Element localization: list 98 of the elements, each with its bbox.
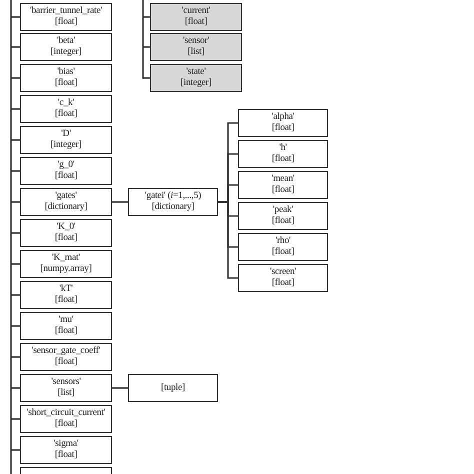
key-name: 'K_mat' bbox=[52, 253, 80, 264]
field-box bbox=[20, 436, 112, 464]
connector-line bbox=[11, 170, 20, 172]
type-label: [float] bbox=[54, 17, 78, 28]
key-name: 'c_k' bbox=[58, 98, 74, 109]
field-box bbox=[128, 374, 218, 402]
key-name: 'bias' bbox=[57, 67, 75, 78]
type-label: [integer] bbox=[50, 140, 82, 151]
field-box bbox=[20, 64, 112, 92]
type-label: [float] bbox=[54, 295, 78, 306]
connector-line bbox=[112, 387, 128, 389]
type-label: [float] bbox=[184, 17, 208, 28]
key-name: 'current' bbox=[182, 6, 210, 17]
type-label: [float] bbox=[272, 216, 294, 227]
field-box bbox=[20, 188, 112, 216]
field-box bbox=[20, 281, 112, 309]
key-name: 'D' bbox=[61, 129, 71, 140]
field-box bbox=[20, 33, 112, 61]
type-label: [dictionary] bbox=[152, 202, 194, 213]
key-name: 'gatei' (i=1,...,5) bbox=[144, 191, 202, 202]
field-box bbox=[238, 171, 328, 199]
key-name: 'h' bbox=[279, 143, 287, 154]
field-box bbox=[150, 33, 242, 61]
key-name: 'g_0' bbox=[58, 160, 74, 171]
field-box bbox=[20, 343, 112, 371]
type-label: [float] bbox=[272, 123, 294, 134]
type-label: [float] bbox=[54, 233, 78, 244]
type-label: [float] bbox=[54, 171, 78, 182]
key-name: 'state' bbox=[186, 67, 206, 78]
key-name: 'sensor_gate_coeff' bbox=[32, 346, 100, 357]
connector-line bbox=[11, 108, 20, 110]
connector-line bbox=[11, 418, 20, 420]
field-box bbox=[20, 126, 112, 154]
key-name: 'barrier_tunnel_rate' bbox=[30, 6, 102, 17]
field-box bbox=[20, 250, 112, 278]
field-box bbox=[150, 3, 242, 31]
connector-line bbox=[11, 232, 20, 234]
connector-line bbox=[11, 263, 20, 265]
key-name: 'kT' bbox=[59, 284, 73, 295]
field-box bbox=[128, 188, 218, 216]
connector-line bbox=[11, 387, 20, 389]
key-name: 'short_circuit_current' bbox=[26, 408, 106, 419]
key-name: 'sensors' bbox=[51, 377, 81, 388]
field-box bbox=[238, 202, 328, 230]
connector-line bbox=[11, 294, 20, 296]
field-box bbox=[20, 219, 112, 247]
connector-line bbox=[11, 77, 20, 79]
field-box bbox=[238, 140, 328, 168]
connector-line bbox=[143, 46, 150, 48]
type-label: [float] bbox=[272, 278, 294, 289]
type-label: [float] bbox=[272, 185, 294, 196]
key-name: 'screen' bbox=[270, 267, 296, 278]
field-box bbox=[20, 374, 112, 402]
type-label: [float] bbox=[54, 419, 78, 430]
connector-line bbox=[11, 139, 20, 141]
type-label: [list] bbox=[58, 388, 74, 399]
type-label: [integer] bbox=[50, 47, 82, 58]
key-name: [tuple] bbox=[161, 382, 185, 394]
field-box bbox=[238, 264, 328, 292]
type-label: [integer] bbox=[180, 78, 212, 89]
type-label: [float] bbox=[54, 357, 78, 368]
connector-line bbox=[11, 356, 20, 358]
key-name: 'mu' bbox=[58, 315, 74, 326]
type-label: [float] bbox=[54, 109, 78, 120]
connector-line bbox=[11, 46, 20, 48]
key-name: 'rho' bbox=[275, 236, 291, 247]
connector-line bbox=[11, 449, 20, 451]
field-box bbox=[20, 157, 112, 185]
key-name: 'sigma' bbox=[54, 439, 78, 450]
type-label: [dictionary] bbox=[44, 202, 88, 213]
field-box bbox=[20, 95, 112, 123]
field-box bbox=[238, 109, 328, 137]
field-box bbox=[238, 233, 328, 261]
key-name: 'gates' bbox=[55, 191, 77, 202]
type-label: [float] bbox=[54, 450, 78, 461]
field-box bbox=[20, 405, 112, 433]
connector-line bbox=[112, 201, 128, 203]
type-label: [float] bbox=[54, 326, 78, 337]
connector-line bbox=[143, 16, 150, 18]
connector-line bbox=[143, 77, 150, 79]
key-name: 'sensor' bbox=[182, 36, 210, 47]
key-name: 'alpha' bbox=[272, 112, 294, 123]
key-name: 'K_0' bbox=[56, 222, 76, 233]
connector-line bbox=[11, 325, 20, 327]
type-label: [numpy.array] bbox=[40, 264, 92, 275]
type-label: [list] bbox=[188, 47, 204, 58]
field-box bbox=[20, 3, 112, 31]
key-name: 'beta' bbox=[56, 36, 76, 47]
connector-line bbox=[11, 201, 20, 203]
field-box bbox=[150, 64, 242, 92]
type-label: [float] bbox=[54, 78, 78, 89]
connector-line bbox=[218, 201, 238, 279]
connector-line bbox=[11, 16, 20, 18]
key-name: 'peak' bbox=[272, 205, 294, 216]
key-name: 'mean' bbox=[272, 174, 294, 185]
field-box bbox=[20, 312, 112, 340]
type-label: [float] bbox=[272, 247, 294, 258]
type-label: [float] bbox=[272, 154, 294, 165]
